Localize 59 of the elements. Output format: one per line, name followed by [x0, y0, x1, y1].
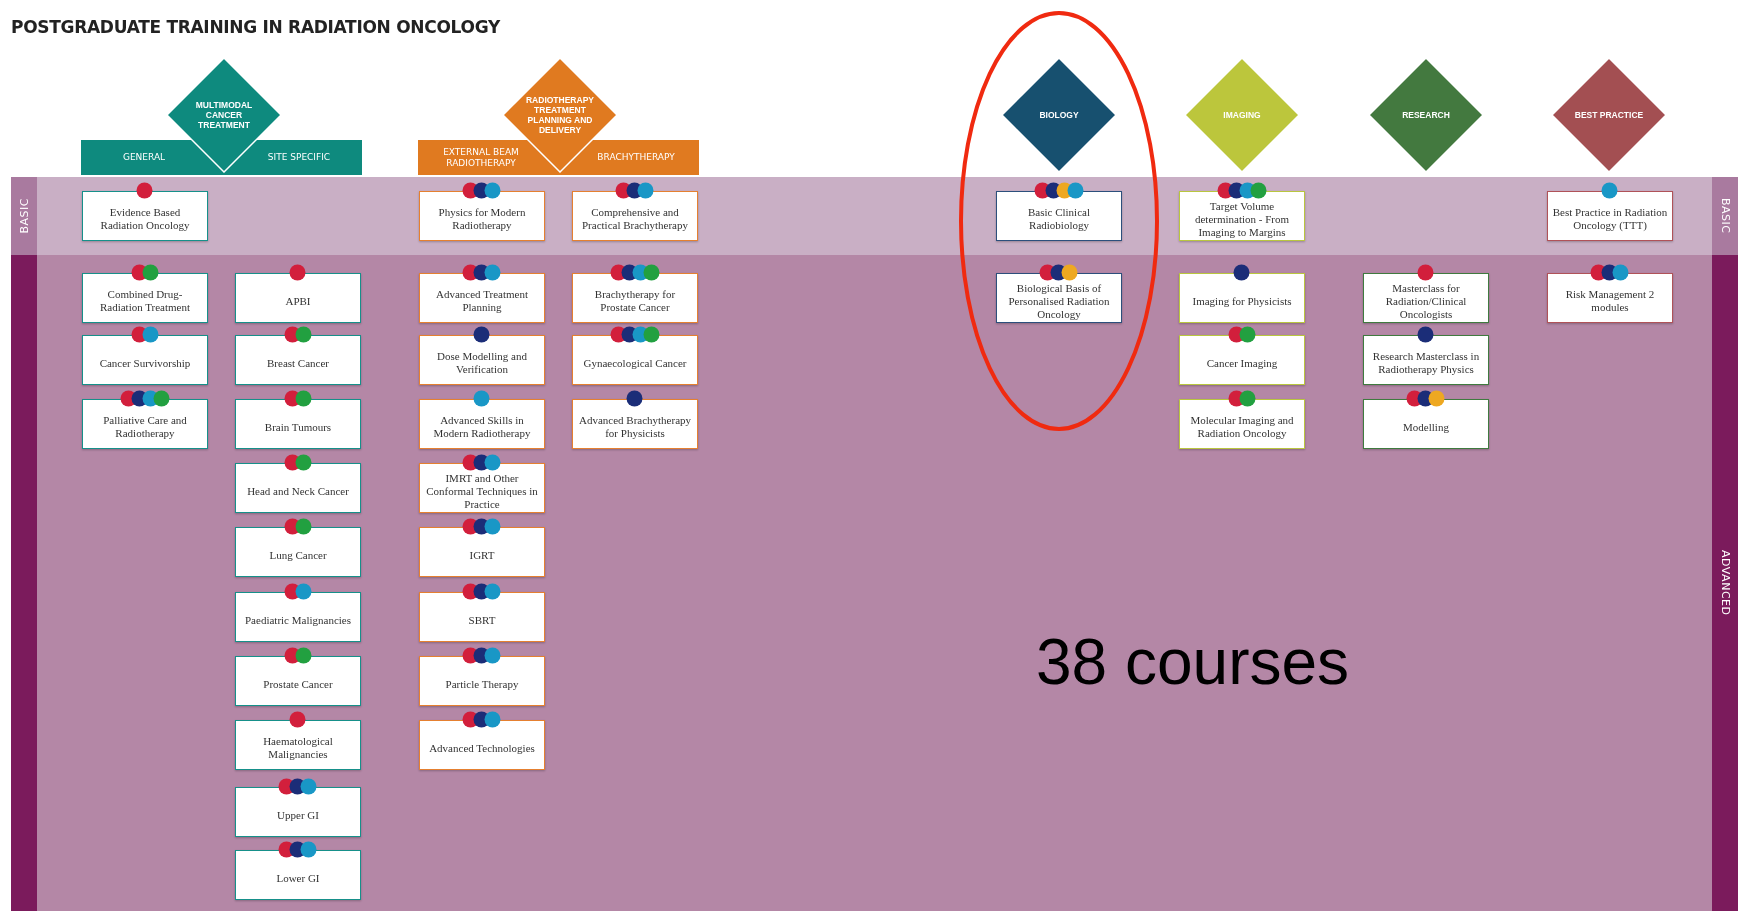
diagram-title: POSTGRADUATE TRAINING IN RADIATION ONCOLOGY — [11, 17, 500, 37]
course-title: Masterclass for Radiation/Clinical Oncologists — [1384, 280, 1468, 321]
course-title: Palliative Care and Radiotherapy — [102, 413, 188, 440]
course-title: Physics for Modern Radiotherapy — [437, 205, 527, 232]
course-title: Cancer Imaging — [1205, 355, 1279, 370]
course-title: Advanced Treatment Planning — [435, 287, 529, 314]
level-strip — [1712, 255, 1738, 911]
course-title: Particle Therapy — [444, 676, 520, 691]
category-diamond — [1184, 57, 1300, 173]
course-title: Cancer Survivorship — [98, 355, 192, 370]
course-title: Risk Management 2 modules — [1564, 287, 1656, 314]
course-title: Brachytherapy for Prostate Cancer — [593, 287, 677, 314]
course-title: Dose Modelling and Verification — [436, 349, 528, 376]
category-diamond — [1368, 57, 1484, 173]
course-title: Haematological Malignancies — [262, 734, 334, 761]
category-title: IMAGING — [1222, 109, 1262, 122]
category-title: MULTIMODAL CANCER TREATMENT — [194, 99, 254, 132]
course-title: Target Volume determination - From Imaging to Margins — [1193, 198, 1291, 239]
subcategory-label: EXTERNAL BEAM RADIOTHERAPY — [442, 145, 520, 170]
course-title: Prostate Cancer — [262, 676, 334, 691]
course-title: Evidence Based Radiation Oncology — [99, 205, 191, 232]
course-title: Research Masterclass in Radiotherapy Physics — [1371, 349, 1481, 376]
course-title: Lower GI — [275, 870, 321, 885]
course-title: Modelling — [1402, 419, 1450, 434]
course-title: Brain Tumours — [263, 419, 333, 434]
course-title: Upper GI — [276, 807, 320, 822]
course-title: SBRT — [467, 612, 497, 627]
course-title: Molecular Imaging and Radiation Oncology — [1189, 413, 1295, 440]
course-title: APBI — [284, 293, 312, 308]
subcategory-label: SITE SPECIFIC — [266, 151, 332, 164]
category-diamond — [1001, 57, 1117, 173]
category-title: BIOLOGY — [1038, 109, 1080, 122]
annotation-text: 38 courses — [1036, 625, 1350, 699]
subcategory-label: GENERAL — [121, 151, 167, 164]
course-title: Imaging for Physicists — [1191, 293, 1293, 308]
category-diamond — [1551, 57, 1667, 173]
course-title: IGRT — [468, 547, 496, 562]
level-label: ADVANCED — [1718, 550, 1732, 616]
category-title: RESEARCH — [1401, 109, 1451, 122]
course-title: Breast Cancer — [266, 355, 330, 370]
course-title: IMRT and Other Conformal Techniques in Practice — [425, 470, 539, 511]
level-label: BASIC — [1718, 198, 1732, 234]
level-strip — [1712, 177, 1738, 255]
subcategory-label: BRACHYTHERAPY — [596, 151, 676, 164]
course-title: Biological Basis of Personalised Radiation Oncology — [1007, 280, 1111, 321]
course-title: Gynaecological Cancer — [582, 355, 688, 370]
course-title: Comprehensive and Practical Brachytherapy — [581, 205, 689, 232]
category-title: RADIOTHERAPY TREATMENT PLANNING AND DELIVERY — [525, 94, 595, 137]
course-title: Paediatric Malignancies — [244, 612, 352, 627]
level-label: BASIC — [17, 198, 31, 234]
course-title: Advanced Brachytherapy for Physicists — [577, 413, 693, 440]
course-title: Advanced Skills in Modern Radiotherapy — [432, 413, 532, 440]
course-title: Lung Cancer — [268, 547, 328, 562]
course-title: Best Practice in Radiation Oncology (TTT) — [1551, 205, 1669, 232]
course-title: Advanced Technologies — [428, 740, 536, 755]
course-title: Basic Clinical Radiobiology — [1027, 205, 1091, 232]
course-title: Head and Neck Cancer — [246, 483, 350, 498]
category-title: BEST PRACTICE — [1573, 109, 1645, 122]
course-title: Combined Drug-Radiation Treatment — [98, 287, 192, 314]
